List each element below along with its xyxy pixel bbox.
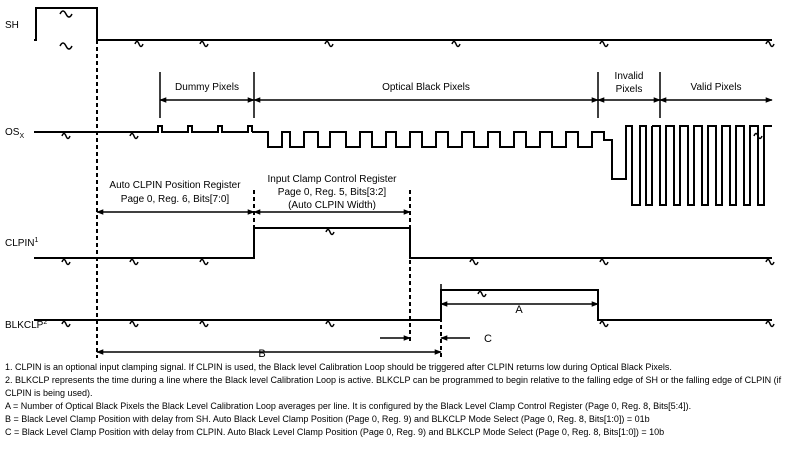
osx-dummy-waveform xyxy=(34,125,253,133)
input-clamp-text-1: Input Clamp Control Register xyxy=(268,174,398,185)
footnotes: 1. CLPIN is an optional input clamping s… xyxy=(5,361,810,439)
osx-label-main: OS xyxy=(5,127,20,138)
c-label: C xyxy=(484,333,492,345)
optical-black-label: Optical Black Pixels xyxy=(382,82,470,93)
blkclp-label-sup: 2 xyxy=(43,319,47,326)
blkclp-label: BLKCLP2 xyxy=(5,319,47,331)
clpin-label-sup: 1 xyxy=(34,237,38,244)
sh-waveform xyxy=(34,7,772,41)
blkclp-label-main: BLKCLP xyxy=(5,320,44,331)
osx-invalid-waveform xyxy=(598,125,653,206)
note-c: C = Black Level Clamp Position with dela… xyxy=(5,427,665,437)
osx-optical-black-waveform xyxy=(252,131,598,148)
a-label: A xyxy=(515,304,523,316)
invalid-label-1: Invalid xyxy=(615,71,644,82)
clpin-waveform xyxy=(34,227,772,259)
input-clamp-text-3: (Auto CLPIN Width) xyxy=(288,200,376,211)
sh-label: SH xyxy=(5,20,19,31)
auto-clpin-position-text-2: Page 0, Reg. 6, Bits[7:0] xyxy=(121,194,230,205)
break-marks xyxy=(59,10,775,328)
auto-clpin-position-text-1: Auto CLPIN Position Register xyxy=(109,180,241,191)
b-label: B xyxy=(258,348,265,360)
note-a: A = Number of Optical Black Pixels the B… xyxy=(5,401,692,411)
osx-valid-waveform xyxy=(652,125,772,206)
clpin-label: CLPIN1 xyxy=(5,237,38,249)
footnote-2: 2. BLKCLP represents the time during a l… xyxy=(5,375,782,398)
blkclp-waveform xyxy=(34,289,772,321)
input-clamp-text-2: Page 0, Reg. 5, Bits[3:2] xyxy=(278,187,387,198)
footnote-1: 1. CLPIN is an optional input clamping s… xyxy=(5,362,672,372)
osx-label-sub: X xyxy=(19,133,24,140)
invalid-label-2: Pixels xyxy=(616,84,643,95)
clpin-label-main: CLPIN xyxy=(5,238,34,249)
valid-pixels-label: Valid Pixels xyxy=(691,82,742,93)
osx-label: OSX xyxy=(5,127,24,140)
note-b: B = Black Level Clamp Position with dela… xyxy=(5,414,650,424)
dummy-pixels-label: Dummy Pixels xyxy=(175,82,239,93)
